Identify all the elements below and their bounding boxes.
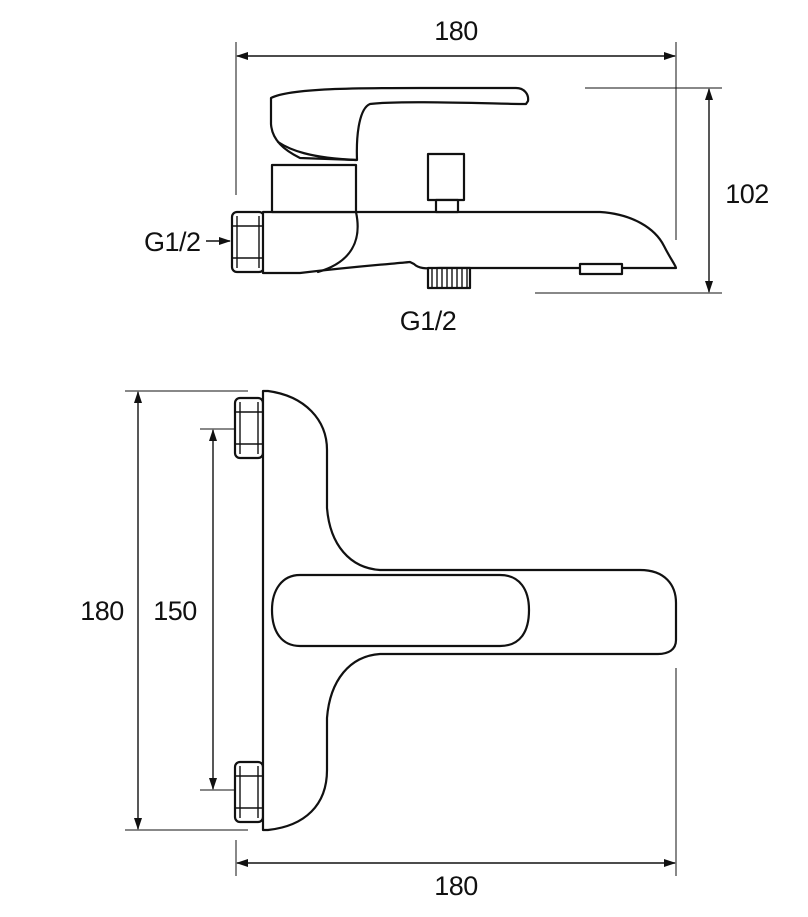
front-width-label: 180	[434, 871, 478, 901]
front-width-dimension: 180	[235, 668, 677, 901]
side-width-label: 180	[434, 16, 478, 46]
aerator	[578, 262, 624, 276]
diverter-knob	[426, 152, 466, 214]
side-height-label: 102	[725, 179, 769, 209]
side-view: 180 102 G1/2	[144, 16, 769, 336]
outlet-thread	[426, 266, 472, 290]
upper-hex-nut	[233, 396, 265, 460]
front-view: 180 150 180	[80, 389, 678, 901]
front-height-label: 180	[80, 596, 124, 626]
side-height-dimension: 102	[535, 87, 769, 294]
center-distance-dimension: 150	[153, 428, 236, 791]
lower-hex-nut	[233, 760, 265, 824]
inlet-thread-label: G1/2	[144, 227, 201, 257]
inlet-hex-nut	[230, 210, 266, 274]
cartridge-housing	[270, 163, 358, 214]
front-height-dimension: 180	[80, 390, 248, 831]
lever-handle	[269, 86, 530, 162]
center-distance-label: 150	[153, 596, 197, 626]
side-width-dimension: 180	[235, 16, 677, 240]
lever-top-view	[270, 573, 531, 648]
outlet-thread-label: G1/2	[400, 306, 457, 336]
